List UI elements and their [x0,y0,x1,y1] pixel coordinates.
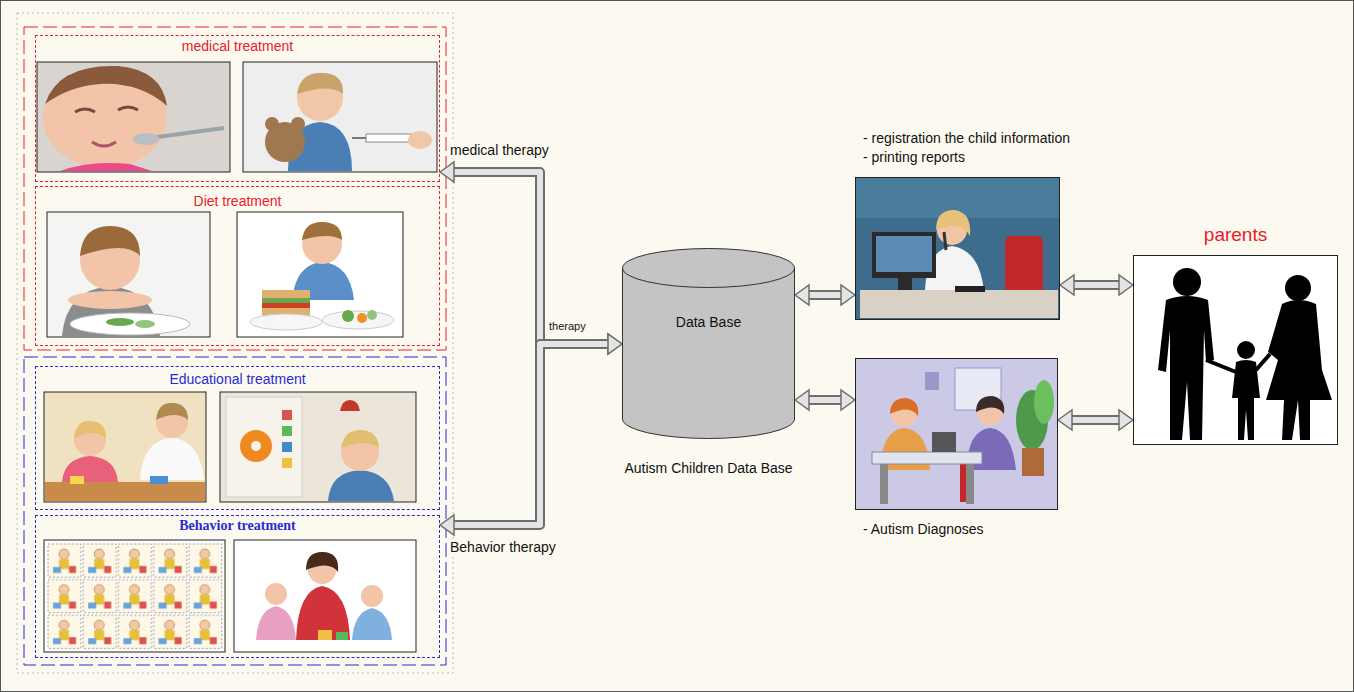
arrow-outline [1071,415,1120,425]
arrow-core [808,292,842,298]
hollow-arrow [1060,275,1133,295]
doctor-picture [855,358,1058,510]
receptionist-picture [855,177,1060,320]
picture-box: - Autism Diagnoses [855,358,1058,510]
cylinder-body [623,249,795,439]
injection-photo [243,62,437,172]
arrow-outline [453,172,609,344]
arrow-head [841,285,855,305]
learning-board-photo [220,392,416,502]
arrow-outline [1073,280,1120,290]
hollow-arrow [795,285,855,305]
arrow-head [841,390,855,410]
treatment-box: Behavior treatment [35,515,440,658]
arrow-head [795,390,809,410]
arrow-head [440,162,454,182]
hollow-arrow [440,162,622,354]
cylinder-rim [623,268,795,287]
group-title: medical treatment [182,38,293,54]
actor-title: parents [1204,224,1267,246]
arrow-head [608,334,622,354]
diet-photo [47,212,210,337]
hollow-arrow [795,390,855,410]
arrow-head [1119,410,1133,430]
arrow-core [1071,417,1120,423]
arrow-head [1058,410,1072,430]
arrow-head [795,285,809,305]
database-label: Data Base [676,314,741,330]
medical-group-frame [24,27,446,350]
edge-label: Behavior therapy [448,539,558,555]
group-title: Behavior treatment [179,518,296,534]
task-line: - Autism Diagnoses [863,521,984,537]
treatment-box: medical treatment [35,35,440,182]
treatment-box: Educational treatment [35,366,440,510]
arrow-head [1119,275,1133,295]
task-line: - printing reports [863,149,965,165]
arrow-outline [808,395,842,405]
arrow-outline [808,290,842,300]
database-cylinder: Data BaseAutism Children Data Base [622,248,795,440]
picture-box: - registration the child information- pr… [855,177,1060,320]
outer-dotted-frame [17,13,453,673]
behavior-group-frame [24,357,446,665]
arrow-core [1073,282,1120,288]
medicine-photo [37,62,230,172]
cylinder-outline [622,248,795,440]
picture-box: parents [1133,255,1338,445]
group-title: Diet treatment [194,193,282,209]
pictogram-grid [44,540,225,652]
arrow-head [1060,275,1074,295]
task-line: - registration the child information [863,130,1070,146]
database-caption: Autism Children Data Base [624,460,792,476]
treatment-box: Diet treatment [35,186,440,346]
education-photo [44,392,206,502]
vegetables-photo [237,212,403,337]
arrow-core [808,397,842,403]
group-title: Educational treatment [169,371,305,387]
arrow-outline [453,344,609,525]
arrow-core [453,172,609,344]
arrow-head [440,515,454,535]
flow-label: therapy [547,320,588,333]
arrow-core [453,344,609,525]
edge-label: medical therapy [448,142,551,158]
play-photo [234,540,416,652]
parents-silhouette [1133,255,1338,445]
arrow-head [608,334,622,354]
hollow-arrow [440,334,622,535]
hollow-arrow [1058,410,1133,430]
